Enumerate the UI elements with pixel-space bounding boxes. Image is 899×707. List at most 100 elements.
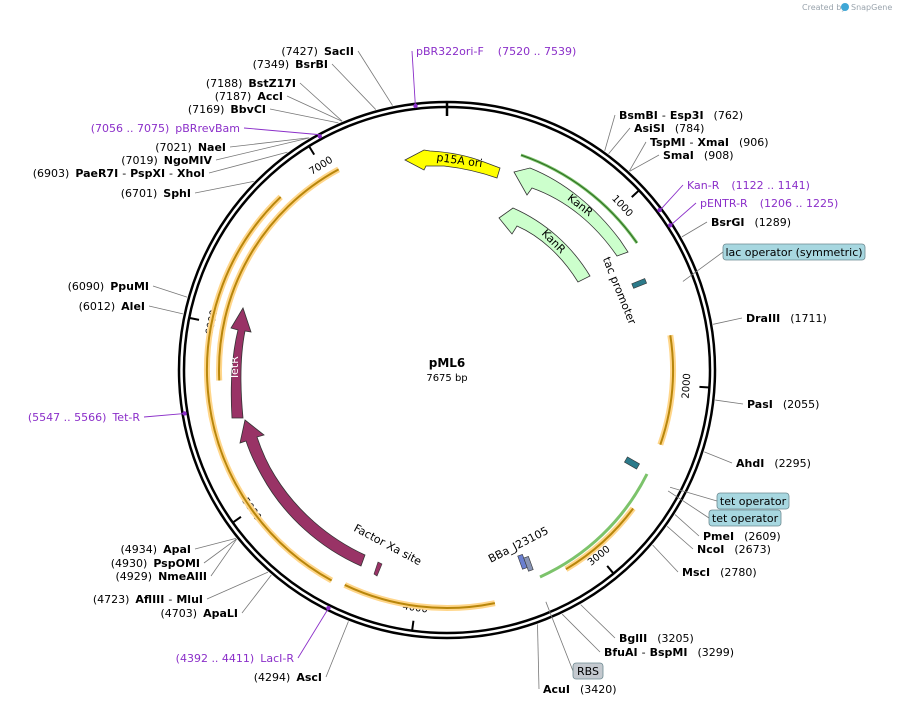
site-acui[interactable]: AcuI(3420) bbox=[543, 683, 617, 696]
primer-name: pBRrevBam bbox=[175, 122, 240, 135]
site-name: AhdI bbox=[736, 457, 764, 470]
site-labels: BsmBI-Esp3I(762)AsiSI(784)TspMI-XmaI(906… bbox=[28, 45, 866, 696]
primer-kan-r[interactable]: Kan-R(1122 .. 1141) bbox=[687, 179, 810, 192]
site-nmeaiii[interactable]: (4929)NmeAIII bbox=[116, 570, 208, 583]
leader-line bbox=[152, 285, 188, 298]
svg-text:AcuI(3420): AcuI(3420) bbox=[543, 683, 617, 696]
site-ncoi[interactable]: NcoI(2673) bbox=[697, 543, 771, 556]
primer-laci-r[interactable]: (4392 .. 4411)LacI-R bbox=[176, 652, 295, 665]
feature-factor-xa-site[interactable]: Factor Xa site bbox=[352, 522, 424, 577]
boxed-feature[interactable]: tet operator bbox=[716, 492, 790, 510]
primer-leader bbox=[411, 50, 416, 104]
site-name: BfuAI bbox=[604, 646, 638, 659]
feature-box bbox=[722, 243, 866, 261]
boxed-feature[interactable]: tet operator bbox=[708, 509, 782, 527]
site-paer7i[interactable]: (6903)PaeR7I-PspXI-XhoI bbox=[33, 167, 205, 180]
site-bbvci[interactable]: (7169)BbvCI bbox=[188, 103, 266, 116]
primer-pentr-r[interactable]: pENTR-R(1206 .. 1225) bbox=[700, 197, 838, 210]
feature-tetr[interactable]: TetR bbox=[228, 307, 252, 419]
primer-mark bbox=[667, 223, 673, 228]
site-draiii[interactable]: DraIII(1711) bbox=[746, 312, 827, 325]
site-position: (2055) bbox=[783, 398, 820, 411]
primer-mark bbox=[413, 103, 418, 109]
primer-tet-r[interactable]: (5547 .. 5566)Tet-R bbox=[28, 411, 140, 424]
site-name: SphI bbox=[163, 187, 191, 200]
leader-line bbox=[715, 399, 744, 405]
site-bfuai[interactable]: BfuAI-BspMI(3299) bbox=[604, 646, 734, 659]
site-acci[interactable]: (7187)AccI bbox=[215, 90, 283, 103]
site-asisi[interactable]: AsiSI(784) bbox=[634, 122, 704, 135]
site-sacii[interactable]: (7427)SacII bbox=[281, 45, 354, 58]
site-pspomi[interactable]: (4930)PspOMI bbox=[111, 557, 200, 570]
svg-text:AhdI(2295): AhdI(2295) bbox=[736, 457, 811, 470]
leader-line bbox=[194, 180, 254, 194]
site-naei[interactable]: (7021)NaeI bbox=[155, 141, 226, 154]
site-pasi[interactable]: PasI (2055) bbox=[747, 398, 819, 411]
site-position: (762) bbox=[714, 109, 744, 122]
svg-text:(7187)AccI: (7187)AccI bbox=[215, 90, 283, 103]
site-ngomiv[interactable]: (7019)NgoMIV bbox=[121, 154, 212, 167]
site-apai[interactable]: (4934)ApaI bbox=[121, 543, 191, 556]
site-msci[interactable]: MscI(2780) bbox=[682, 566, 757, 579]
feature-label-tac-promoter: tac promoter bbox=[600, 255, 639, 327]
tetr-selection-arc bbox=[539, 473, 649, 579]
watermark-brand: SnapGene bbox=[851, 3, 892, 12]
leader-line bbox=[229, 137, 310, 148]
site-name: NcoI bbox=[697, 543, 724, 556]
site-name: NmeAIII bbox=[158, 570, 207, 583]
orf-arc bbox=[344, 584, 496, 609]
leader-line bbox=[215, 137, 309, 161]
leader-line bbox=[561, 613, 601, 653]
site-asci[interactable]: (4294)AscI bbox=[254, 671, 322, 684]
site-bsrbi[interactable]: (7349)BsrBI bbox=[253, 58, 328, 71]
primer-pbr322ori-f[interactable]: pBR322ori-F(7520 .. 7539) bbox=[416, 45, 576, 58]
primer-name: pENTR-R bbox=[700, 197, 748, 210]
site-name: PaeR7I bbox=[75, 167, 118, 180]
leader-line bbox=[704, 451, 733, 464]
site-name: PasI bbox=[747, 398, 773, 411]
site-afliii[interactable]: (4723)AflIII-MluI bbox=[93, 593, 203, 606]
site-bsmbi[interactable]: BsmBI-Esp3I(762) bbox=[619, 109, 743, 122]
primer-pbrrevbam[interactable]: (7056 .. 7075)pBRrevBam bbox=[91, 122, 240, 135]
feature-tac-promoter[interactable]: tac promoter bbox=[600, 255, 648, 327]
site-ppumi[interactable]: (6090)PpuMI bbox=[68, 280, 149, 293]
site-name: NaeI bbox=[198, 141, 226, 154]
leader-line bbox=[148, 305, 183, 315]
site-sphi[interactable]: (6701)SphI bbox=[121, 187, 191, 200]
site-bstz17i[interactable]: (7188)BstZ17I bbox=[206, 77, 296, 90]
site-name: PspOMI bbox=[153, 557, 200, 570]
site-position: (4723) bbox=[93, 593, 130, 606]
site-bglii[interactable]: BglII(3205) bbox=[619, 632, 694, 645]
site-name: BsmBI bbox=[619, 109, 658, 122]
site-position: (7188) bbox=[206, 77, 243, 90]
site-tspmi[interactable]: TspMI-XmaI(906) bbox=[650, 136, 769, 149]
backbone-inner-ring bbox=[182, 105, 712, 635]
site-name: BbvCI bbox=[230, 103, 266, 116]
orf-arc bbox=[206, 196, 333, 582]
site-bsrgi[interactable]: BsrGI(1289) bbox=[711, 216, 791, 229]
boxed-feature[interactable]: RBS bbox=[572, 662, 604, 680]
svg-text:(7056 .. 7075)pBRrevBam: (7056 .. 7075)pBRrevBam bbox=[91, 122, 240, 135]
primer-leader bbox=[297, 609, 328, 659]
feature-p15a-ori[interactable]: p15A ori bbox=[404, 149, 501, 179]
site-position: (7349) bbox=[253, 58, 290, 71]
site-smai[interactable]: SmaI(908) bbox=[663, 149, 734, 162]
site-apali[interactable]: (4703)ApaLI bbox=[161, 607, 239, 620]
plasmid-size: 7675 bp bbox=[426, 373, 467, 384]
svg-text:(4294)AscI: (4294)AscI bbox=[254, 671, 322, 684]
site-pmei[interactable]: PmeI(2609) bbox=[703, 530, 781, 543]
feature-laci[interactable]: lacI bbox=[239, 419, 366, 567]
feature-bba-j23105[interactable]: BBa_J23105 bbox=[486, 524, 551, 572]
site-position: (6903) bbox=[33, 167, 70, 180]
site-extra: Esp3I bbox=[670, 109, 704, 122]
site-alei[interactable]: (6012)AleI bbox=[79, 300, 145, 313]
feature-kanr-2[interactable]: KanR bbox=[498, 207, 591, 283]
svg-text:SmaI(908): SmaI(908) bbox=[663, 149, 734, 162]
boxed-feature[interactable]: lac operator (symmetric) bbox=[722, 243, 866, 261]
svg-text:BglII(3205): BglII(3205) bbox=[619, 632, 694, 645]
site-ahdi[interactable]: AhdI(2295) bbox=[736, 457, 811, 470]
primer-name: Tet-R bbox=[111, 411, 140, 424]
tick-label: 2000 bbox=[681, 373, 694, 399]
svg-text:pENTR-R(1206 .. 1225): pENTR-R(1206 .. 1225) bbox=[700, 197, 838, 210]
